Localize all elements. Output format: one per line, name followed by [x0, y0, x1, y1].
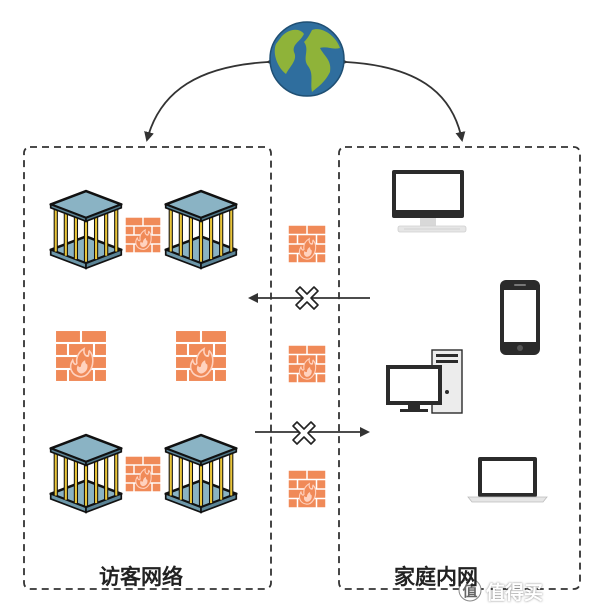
firewall-icon: [173, 330, 229, 382]
globe-icon: [269, 21, 345, 97]
watermark-text: 值得买: [486, 582, 544, 604]
home-network-label: 家庭内网: [394, 565, 478, 589]
desktop-pc-icon: [386, 349, 463, 414]
cage-icon: [166, 191, 237, 268]
firewall-icon: [288, 469, 326, 509]
firewall-icon: [53, 330, 109, 382]
svg-text:值: 值: [462, 582, 477, 600]
phone-icon: [500, 280, 540, 355]
home-network-zone: [338, 146, 581, 590]
globe-to-guest-arrow: [144, 56, 277, 142]
globe-to-home-arrow: [337, 56, 466, 142]
firewall-icon: [288, 344, 326, 384]
monitor-icon: [392, 170, 467, 233]
guest-network-zone: [23, 146, 272, 590]
cage-icon: [51, 435, 122, 512]
firewall-icon: [125, 216, 161, 254]
cage-icon: [51, 191, 122, 268]
guest-network-label: 访客网络: [99, 565, 183, 589]
blocked-x-icon: [292, 421, 316, 445]
cage-icon: [166, 435, 237, 512]
watermark-logo: 值: [458, 578, 482, 602]
firewall-icon: [125, 455, 161, 493]
firewall-icon: [288, 224, 326, 264]
laptop-icon: [467, 457, 548, 503]
